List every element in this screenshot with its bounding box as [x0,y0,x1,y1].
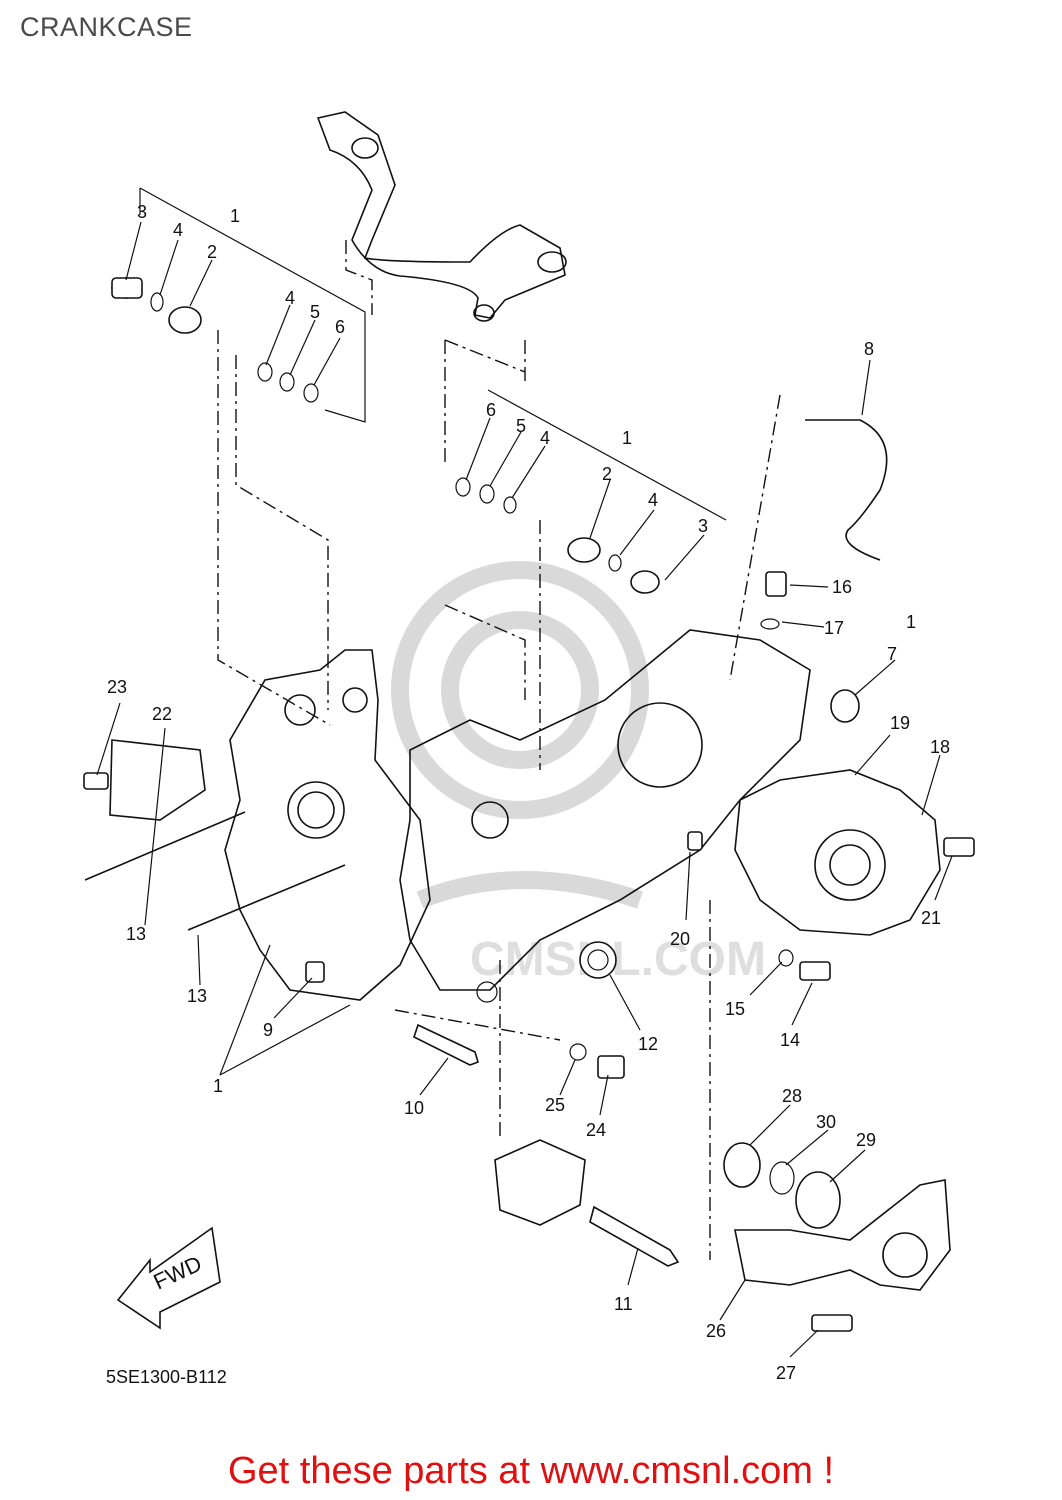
callout-11: 11 [614,1294,633,1314]
callout-19: 19 [890,713,910,733]
callout-24: 24 [586,1120,606,1140]
callout-7: 7 [887,644,897,664]
callout-8: 8 [864,339,874,359]
callout-2-left: 2 [207,242,217,262]
crankcase-left-half [224,649,431,1001]
page-title: CRANKCASE [20,12,193,42]
upper-bracket-part [316,111,567,322]
callout-6-left: 6 [335,317,345,337]
diagram-code: 5SE1300-B112 [106,1367,227,1387]
alignment-lines [217,240,781,1260]
callout-13-lower: 13 [187,986,207,1006]
callout-10: 10 [404,1098,424,1118]
crankcase-cover [734,769,941,936]
callout-15: 15 [725,999,745,1019]
callout-4-left-b: 4 [285,288,295,308]
promo-link[interactable]: Get these parts at www.cmsnl.com ! [227,1450,835,1492]
callout-4-right-a: 4 [540,428,550,448]
callout-17: 17 [824,618,844,638]
callout-22: 22 [152,704,172,724]
callout-14: 14 [780,1030,800,1050]
leader-lines [96,221,953,1358]
callout-21: 21 [921,908,941,928]
callout-4-left-a: 4 [173,220,183,240]
svg-text:CMSNL.COM: CMSNL.COM [470,933,766,986]
callout-25: 25 [545,1095,565,1115]
callout-3-right: 3 [698,516,708,536]
right-bushing-assy [455,389,727,594]
callout-1-case: 1 [213,1076,223,1096]
callout-9: 9 [263,1020,273,1040]
hardware [83,571,975,1267]
callout-18: 18 [930,737,950,757]
breather-hose [805,419,888,561]
callout-4-right-b: 4 [648,490,658,510]
callout-2-right: 2 [602,464,612,484]
callout-5-right: 5 [516,416,526,436]
callout-13-upper: 13 [126,924,146,944]
callout-1-left: 1 [230,206,240,226]
callout-1-bushing: 1 [906,612,916,632]
fwd-arrow: FWD [116,1226,221,1330]
crankcase-right-half [399,629,811,1003]
callout-29: 29 [856,1130,876,1150]
callout-labels: 1 1 1 1 2 2 3 3 4 4 4 4 5 5 6 6 7 8 9 10… [107,202,950,1383]
callout-30: 30 [816,1112,836,1132]
callout-23: 23 [107,677,127,697]
callout-5-left: 5 [310,302,320,322]
callout-3-left: 3 [137,202,147,222]
callout-28: 28 [782,1086,802,1106]
callout-1-right: 1 [622,428,632,448]
callout-26: 26 [706,1321,726,1341]
callout-6-right: 6 [486,400,496,420]
callout-16: 16 [832,577,852,597]
callout-12: 12 [638,1034,658,1054]
watermark-logo: CMSNL.COM [391,561,766,986]
callout-20: 20 [670,929,690,949]
left-bushing-assy [111,187,366,423]
pump-and-mount [494,1139,951,1332]
callout-27: 27 [776,1363,796,1383]
